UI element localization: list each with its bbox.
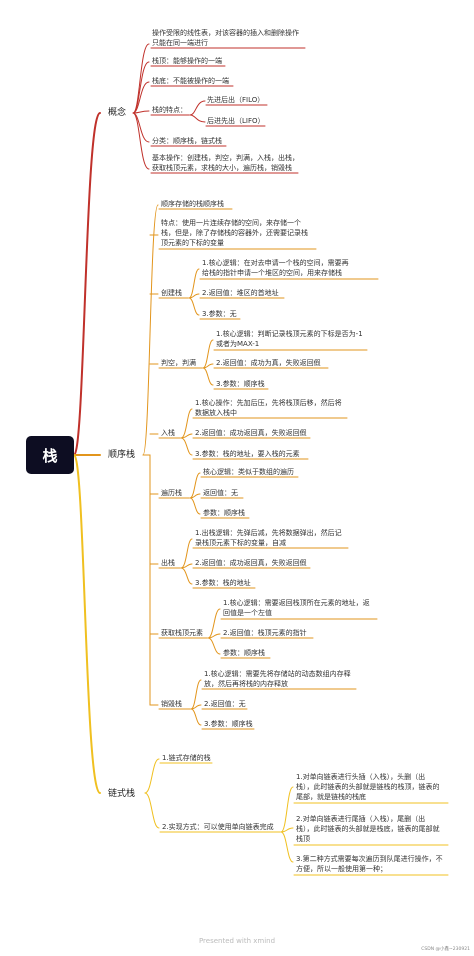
seq-gettop-return: 2.返回值：栈顶元素的指针	[223, 629, 307, 637]
seq-judge-param: 3.参数：顺序栈	[216, 380, 265, 388]
seq-destroy-label: 销毁栈	[161, 700, 182, 708]
seq-gettop-param: 参数：顺序栈	[223, 649, 265, 657]
branch-linked-stack: 链式栈	[108, 789, 136, 799]
concept-lifo: 后进先出（LIFO）	[207, 117, 265, 125]
branch-concept: 概念	[108, 108, 127, 118]
seq-pop-label: 出栈	[161, 559, 175, 567]
seq-create-return: 2.返回值：堆区的首地址	[202, 289, 279, 297]
seq-pop-return: 2.返回值：成功返回真，失败返回假	[195, 559, 307, 567]
seq-traverse-return: 返回值：无	[203, 489, 238, 497]
chain-option-3: 3.第二种方式需要每次遍历到队尾进行操作，不方便，所以一般使用第一种；	[296, 855, 443, 873]
chain-storage: 1.链式存储的栈	[162, 754, 211, 762]
seq-traverse-core: 核心逻辑：类似于数组的遍历	[203, 468, 294, 476]
chain-option-1: 1.对单向链表进行头插（入栈），头删（出栈），此时链表的头部就是链栈的栈顶，链表…	[296, 773, 440, 801]
concept-top: 栈顶：能够操作的一端	[152, 57, 222, 65]
seq-create-label: 创建栈	[161, 289, 182, 297]
watermark: CSDN @小鑫~230921	[421, 947, 470, 952]
concept-definition: 操作受限的线性表，对该容器的插入和删除操作只能在同一端进行	[152, 29, 299, 47]
seq-traverse-param: 参数：顺序栈	[203, 509, 245, 517]
seq-pop-param: 3.参数：栈的地址	[195, 579, 251, 587]
seq-traverse-label: 遍历栈	[161, 489, 182, 497]
concept-bottom: 栈底：不能被操作的一端	[152, 77, 229, 85]
seq-push-core: 1.核心操作：先加后压，先将栈顶后移，然后将数据放入栈中	[195, 399, 342, 417]
seq-gettop-core: 1.核心逻辑：需要返回栈顶所在元素的地址，返回值是一个左值	[223, 599, 370, 617]
concept-operations: 基本操作：创建栈，判空，判满，入栈，出栈，获取栈顶元素，求栈的大小，遍历栈，销毁…	[152, 154, 299, 172]
seq-destroy-param: 3.参数：顺序栈	[204, 720, 253, 728]
seq-destroy-core: 1.核心逻辑：需要先将存储站的动态数组内存释放，然后再将栈的内存释放	[204, 670, 351, 688]
seq-create-core: 1.核心逻辑：在对去申请一个栈的空间，需要再给栈的指针申请一个堆区的空间，用来存…	[202, 259, 349, 277]
seq-judge-return: 2.返回值：成功为真，失败返回假	[216, 359, 321, 367]
chain-option-2: 2.对单向链表进行尾插（入栈），尾删（出栈），此时链表的头部就是栈底，链表的尾部…	[296, 815, 440, 843]
seq-pop-core: 1.出栈逻辑：先弹后减，先将数据弹出，然后记录栈顶元素下标的变量，自减	[195, 529, 342, 547]
seq-create-param: 3.参数：无	[202, 310, 237, 318]
seq-feature: 特点：使用一片连续存储的空间，来存储一个栈，但是，除了存储栈的容器外，还需要记录…	[161, 219, 308, 247]
concept-feature: 栈的特点：	[152, 106, 187, 114]
concept-category: 分类：顺序栈，链式栈	[152, 137, 222, 145]
seq-judge-label: 判空，判满	[161, 359, 196, 367]
seq-push-return: 2.返回值：成功返回真，失败返回假	[195, 429, 307, 437]
seq-destroy-return: 2.返回值：无	[204, 700, 246, 708]
seq-intro: 顺序存储的栈顺序栈	[161, 200, 224, 208]
root-node: 栈	[26, 436, 74, 474]
seq-gettop-label: 获取栈顶元素	[161, 629, 203, 637]
seq-push-label: 入栈	[161, 429, 175, 437]
chain-implementation: 2.实现方式：可以使用单向链表完成	[162, 823, 274, 831]
concept-filo: 先进后出（FILO）	[207, 96, 265, 104]
seq-push-param: 3.参数：栈的地址，要入栈的元素	[195, 450, 300, 458]
footer-xmind: Presented with xmind	[198, 937, 276, 945]
branch-sequential-stack: 顺序栈	[108, 450, 136, 460]
